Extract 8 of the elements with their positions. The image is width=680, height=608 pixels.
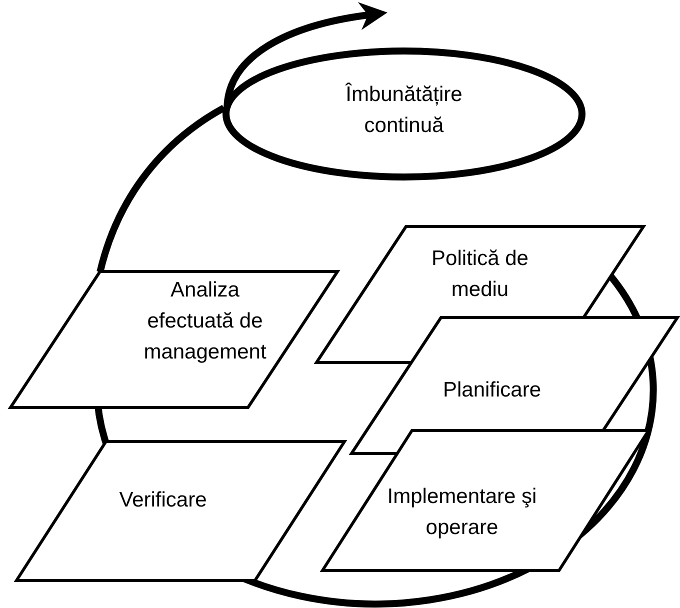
curved-connector bbox=[96, 104, 226, 273]
node-label: Implementare şi operare bbox=[386, 484, 538, 541]
node-label: Verificare bbox=[118, 488, 208, 514]
node-label: Politică de mediu bbox=[430, 246, 530, 303]
node-label: Planificare bbox=[442, 378, 542, 404]
node-label: Îmbunătățire continuă bbox=[344, 82, 464, 139]
curved-arrow bbox=[224, 2, 388, 108]
node-label: Analiza efectuată de management bbox=[142, 278, 268, 366]
